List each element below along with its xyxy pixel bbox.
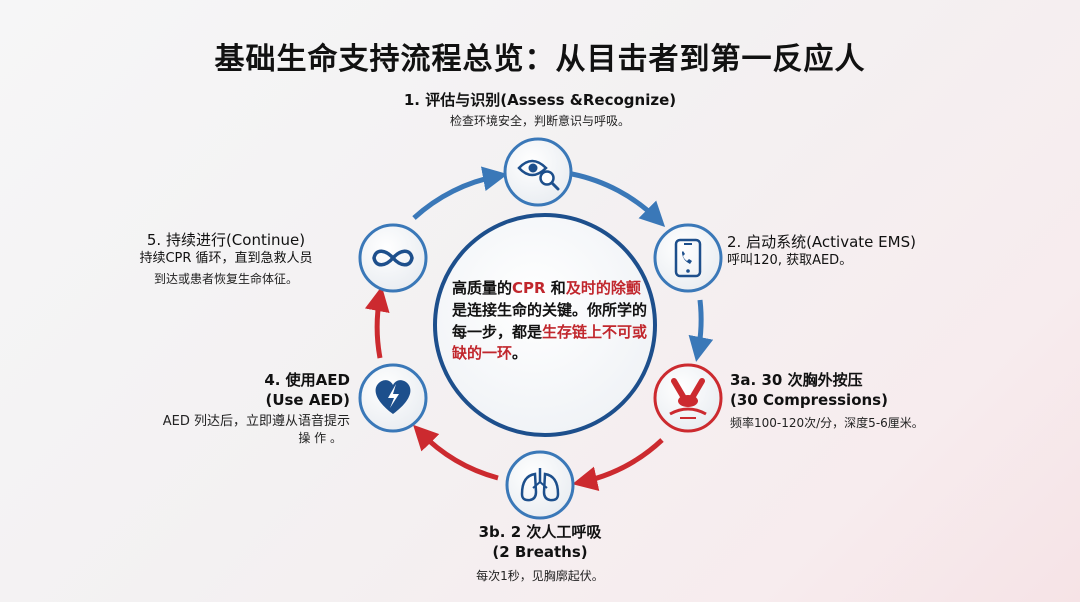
- center-text-emphasis: CPR: [512, 279, 546, 297]
- step-activate-label: 2. 启动系统(Activate EMS) 呼叫120, 获取AED。: [727, 232, 977, 270]
- chest-compression-icon: [669, 378, 707, 419]
- step-breaths-title-line1: 3b. 2 次人工呼吸: [478, 523, 602, 541]
- node-activate: [653, 223, 723, 293]
- lungs-icon: [520, 468, 560, 502]
- step-compressions-label: 3a. 30 次胸外按压 (30 Compressions) 频率100-120…: [730, 370, 990, 431]
- step-compressions-title-line2: (30 Compressions): [730, 391, 888, 410]
- center-text-run: 和: [545, 279, 566, 297]
- arc-aed-to-continue: [364, 286, 390, 359]
- node-continue: [358, 223, 428, 293]
- heart-shock-icon: [375, 380, 411, 414]
- step-breaths-desc: 每次1秒，见胸廓起伏。: [476, 568, 604, 583]
- node-aed: [358, 363, 428, 433]
- center-circle: [433, 213, 657, 437]
- phone-icon: [674, 238, 702, 278]
- step-assess-title: 1. 评估与识别(Assess &Recognize): [403, 91, 677, 109]
- step-continue-desc-line2: 到达或患者恢复生命体征。: [153, 271, 298, 286]
- arc-activate-to-compressions: [688, 299, 714, 362]
- node-breaths: [505, 450, 575, 520]
- page-title: 基础生命支持流程总览：从目击者到第一反应人: [214, 42, 866, 77]
- eye-search-icon: [517, 159, 560, 191]
- step-breaths-title-line2: (2 Breaths): [492, 543, 588, 562]
- step-aed-label: 4. 使用AED (Use AED) AED 列达后，立即遵从语音提示 操 作 …: [90, 370, 350, 446]
- step-continue-label: 5. 持续进行(Continue) 持续CPR 循环，直到急救人员 到达或患者恢…: [100, 230, 352, 287]
- step-compressions-desc: 频率100-120次/分，深度5-6厘米。: [730, 415, 924, 430]
- step-aed-title-line2: (Use AED): [265, 391, 350, 410]
- node-assess: [503, 137, 573, 207]
- center-text-run: 。: [512, 344, 528, 363]
- arc-assess-to-activate: [571, 171, 666, 228]
- step-aed-desc-line2: 操 作 。: [298, 431, 342, 446]
- arc-breaths-to-aed: [413, 424, 499, 481]
- arc-continue-to-assess: [412, 166, 508, 220]
- center-text-emphasis: 生存链上不可或缺的一环: [452, 322, 648, 363]
- center-text-run: 是连接生命的关键。你所学的每一步，都是: [452, 300, 648, 341]
- center-message: 高质量的CPR 和及时的除颤是连接生命的关键。你所学的每一步，都是生存链上不可或…: [452, 278, 648, 365]
- step-aed-title-line1: 4. 使用AED: [264, 371, 350, 389]
- step-continue-desc-line1: 持续CPR 循环，直到急救人员: [139, 251, 313, 267]
- node-compressions: [653, 363, 723, 433]
- step-continue-title: 5. 持续进行(Continue): [146, 231, 306, 249]
- step-aed-desc-line1: AED 列达后，立即遵从语音提示: [162, 413, 350, 429]
- step-activate-desc: 呼叫120, 获取AED。: [727, 253, 853, 269]
- step-activate-title: 2. 启动系统(Activate EMS): [727, 233, 916, 251]
- step-assess-label: 1. 评估与识别(Assess &Recognize) 检查环境安全，判断意识与…: [0, 90, 1080, 129]
- infinity-icon: [372, 249, 414, 267]
- step-compressions-title-line1: 3a. 30 次胸外按压: [730, 371, 863, 389]
- step-breaths-label: 3b. 2 次人工呼吸 (2 Breaths) 每次1秒，见胸廓起伏。: [0, 522, 1080, 584]
- center-text-run: 高质量的: [452, 279, 513, 297]
- arc-compressions-to-breaths: [572, 438, 664, 492]
- step-assess-desc: 检查环境安全，判断意识与呼吸。: [449, 114, 630, 129]
- center-text-emphasis: 及时的除颤: [565, 279, 641, 297]
